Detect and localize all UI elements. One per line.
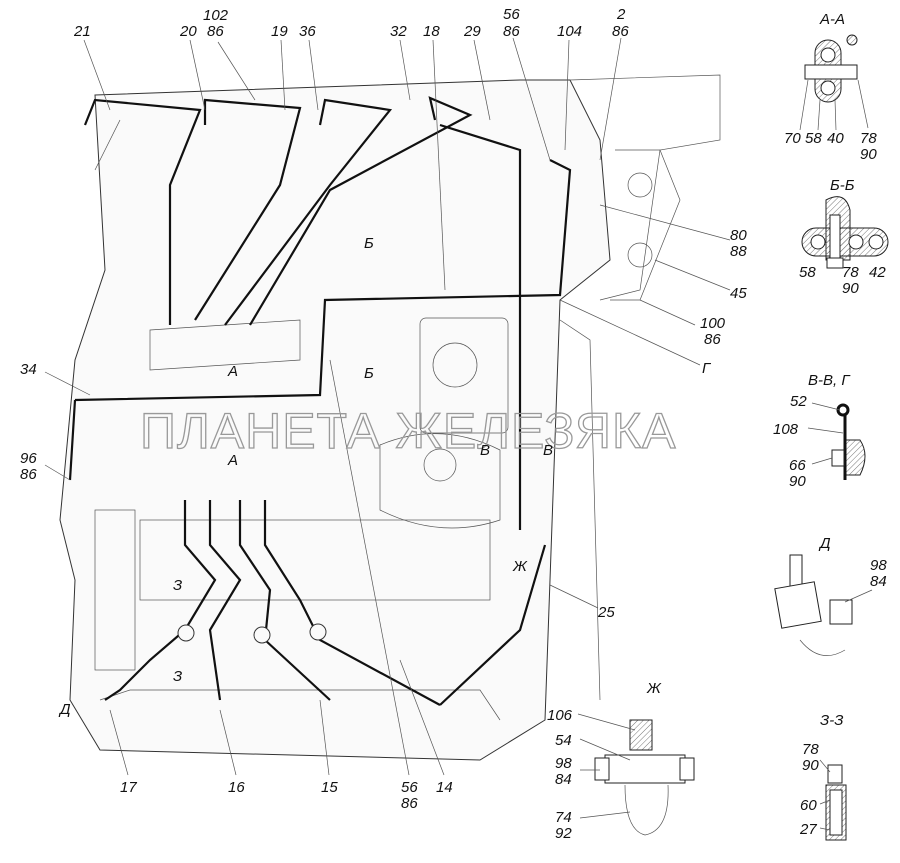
callout: 29	[463, 23, 481, 40]
callout: 84	[555, 771, 572, 788]
callout: 58	[805, 130, 822, 147]
callout: 27	[799, 821, 817, 838]
section-mark: А	[227, 452, 238, 469]
callout: 104	[557, 23, 582, 40]
section-aa-drawing	[799, 34, 869, 131]
callout: 14	[436, 779, 453, 796]
section-mark: З	[173, 668, 182, 685]
callout: 2	[616, 6, 626, 23]
callout: 80	[730, 227, 747, 244]
callout: 90	[842, 280, 859, 297]
callout: 34	[20, 361, 37, 378]
section-mark: В	[543, 442, 553, 459]
callout: 60	[800, 797, 817, 814]
callout: 90	[802, 757, 819, 774]
section-bb: Б-Б 58 78 90 42	[799, 177, 886, 297]
callout: 74	[555, 809, 572, 826]
callout: 98	[870, 557, 887, 574]
callout: 58	[799, 264, 816, 281]
section-title: Б-Б	[830, 177, 855, 194]
callout: 86	[503, 23, 520, 40]
callout: 90	[860, 146, 877, 163]
callout: Г	[702, 360, 712, 377]
callouts-top: 21 20 102 86 19 36 32 18 29 56 86 104 2 …	[73, 6, 629, 40]
callout: 36	[299, 23, 316, 40]
callout: 92	[555, 825, 572, 842]
callouts-bottom: 17 16 15 56 86 14 25	[120, 604, 615, 812]
callout: 100	[700, 315, 726, 332]
callout: 20	[179, 23, 197, 40]
callout: 78	[842, 264, 859, 281]
section-mark: В	[480, 442, 490, 459]
callout: 98	[555, 755, 572, 772]
section-aa: А-А 70 58 40 78 90	[784, 11, 877, 163]
section-title: Ж	[646, 680, 662, 697]
callout: 15	[321, 779, 338, 796]
section-zz: З-З 78 90 60 27	[799, 712, 843, 838]
callout: 25	[597, 604, 615, 621]
callout: 42	[869, 264, 886, 281]
callout: 54	[555, 732, 572, 749]
section-mark: Б	[364, 365, 374, 382]
callout: 78	[802, 741, 819, 758]
callout: 16	[228, 779, 245, 796]
section-bb-drawing	[801, 196, 889, 269]
callout: 88	[730, 243, 747, 260]
section-mark: А	[227, 363, 238, 380]
callout: 90	[789, 473, 806, 490]
callout: 106	[547, 707, 573, 724]
view-zh: Ж 106 54 98 84 74 92	[547, 680, 662, 842]
fuel-pipes-top	[68, 96, 572, 530]
callout: 45	[730, 285, 747, 302]
section-title: Д	[818, 535, 831, 552]
section-title: А-А	[819, 11, 845, 28]
callout: 108	[773, 421, 799, 438]
section-vv: В-В, Г 52 108 66 90	[773, 372, 851, 490]
callout: 52	[790, 393, 807, 410]
callout: 102	[203, 7, 229, 24]
section-title: З-З	[820, 712, 843, 729]
callout: 18	[423, 23, 440, 40]
callout: 84	[870, 573, 887, 590]
watermark: ПЛАНЕТА ЖЕЛЕЗЯКА	[140, 403, 676, 459]
callout: 86	[612, 23, 629, 40]
section-title: В-В, Г	[808, 372, 851, 389]
callout: 86	[401, 795, 418, 812]
callout: 96	[20, 450, 37, 467]
section-mark: З	[173, 577, 182, 594]
view-d-drawing	[774, 554, 873, 656]
callout: 86	[207, 23, 224, 40]
view-zh-drawing	[577, 713, 695, 836]
fuel-pipes-bottom	[104, 500, 547, 706]
callout: 21	[73, 23, 91, 40]
callout: Д	[58, 701, 71, 718]
section-vv-drawing	[807, 402, 866, 480]
callout: 86	[704, 331, 721, 348]
callout: 32	[390, 23, 407, 40]
view-d: Д 98 84	[818, 535, 887, 590]
callout: 56	[401, 779, 418, 796]
callout: 70	[784, 130, 801, 147]
callout: 19	[271, 23, 288, 40]
callout: 66	[789, 457, 806, 474]
callout: 86	[20, 466, 37, 483]
callout: 56	[503, 6, 520, 23]
section-mark: Б	[364, 235, 374, 252]
callout: 78	[860, 130, 877, 147]
callout: 17	[120, 779, 137, 796]
callouts-right: 80 88 45 100 86 Г	[700, 227, 747, 377]
section-mark: Ж	[512, 558, 528, 575]
section-marks: А А Б Б В В З З Ж	[173, 235, 553, 685]
callout: 40	[827, 130, 844, 147]
callouts-left: 34 96 86 Д	[20, 361, 71, 718]
leader-lines	[44, 37, 731, 776]
section-zz-drawing	[819, 759, 847, 841]
